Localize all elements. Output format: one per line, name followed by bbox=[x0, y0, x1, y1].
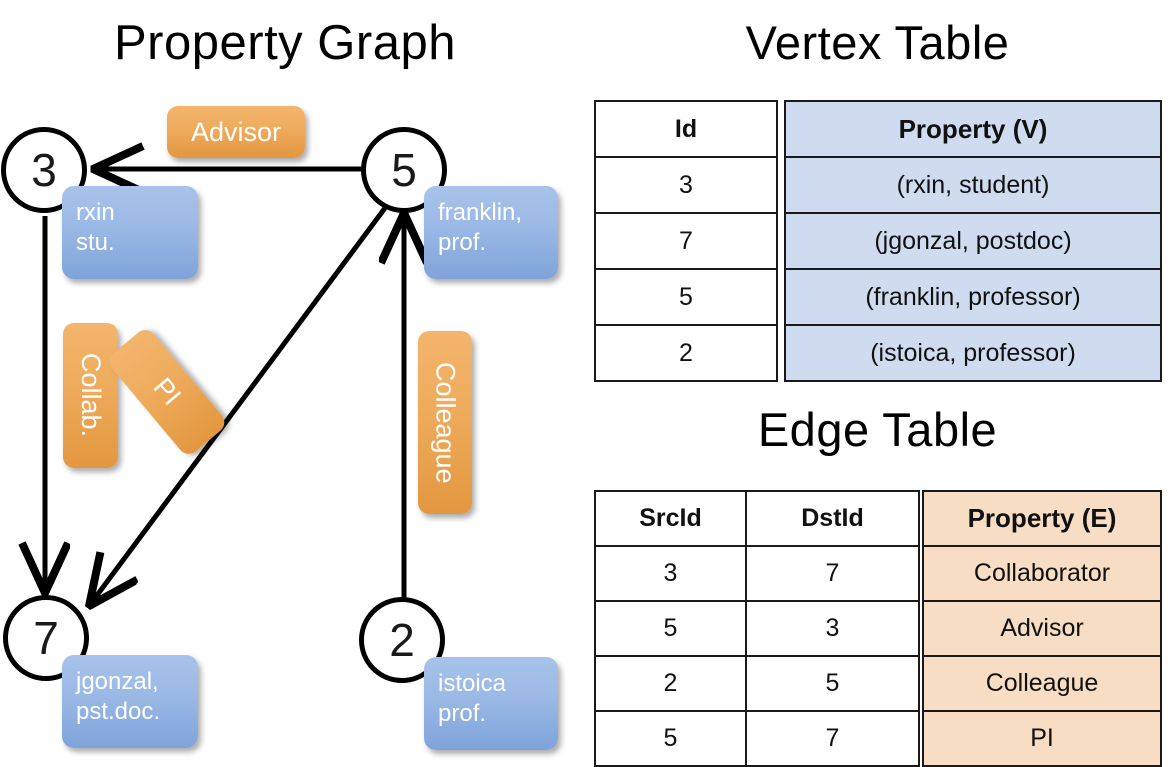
edge-table-cell-property: Colleague bbox=[922, 655, 1162, 712]
page-title-property-graph: Property Graph bbox=[114, 16, 456, 70]
vertex-table-id-column: Id 3 7 5 2 bbox=[594, 100, 778, 382]
graph-node-5-property-box[interactable]: franklin, prof. bbox=[424, 186, 558, 279]
graph-edge-label-pi-text: PI bbox=[147, 372, 188, 412]
table-row[interactable]: Colleague bbox=[922, 655, 1162, 712]
table-row[interactable]: 7 bbox=[594, 212, 778, 270]
table-row[interactable]: (jgonzal, postdoc) bbox=[784, 212, 1162, 270]
property-graph-diagram: 3 5 7 2 rxin stu. franklin, prof. jgonza… bbox=[0, 0, 585, 760]
edge-table-cell-dstid: 3 bbox=[745, 600, 920, 657]
table-header-row: SrcId DstId bbox=[594, 490, 920, 547]
edge-table-property-column: Property (E) Collaborator Advisor Collea… bbox=[922, 490, 1162, 767]
graph-edge-5-to-7 bbox=[92, 206, 388, 602]
graph-edge-label-collab-text: Collab. bbox=[76, 353, 106, 438]
vertex-table-property-column: Property (V) (rxin, student) (jgonzal, p… bbox=[784, 100, 1162, 382]
table-header-row: Property (E) bbox=[922, 490, 1162, 547]
edge-table-header-dstid: DstId bbox=[745, 490, 920, 547]
vertex-table-header-property: Property (V) bbox=[784, 100, 1162, 158]
graph-node-3-property-box[interactable]: rxin stu. bbox=[62, 186, 198, 279]
edge-table-cell-property: Collaborator bbox=[922, 545, 1162, 602]
vertex-table-cell-id: 3 bbox=[594, 156, 778, 214]
page-title-vertex-table: Vertex Table bbox=[745, 16, 1010, 69]
graph-node-5-id: 5 bbox=[391, 144, 417, 196]
vertex-table-header-id: Id bbox=[594, 100, 778, 158]
table-row[interactable]: Advisor bbox=[922, 600, 1162, 657]
table-row[interactable]: 5 7 bbox=[594, 710, 920, 767]
vertex-table-cell-property: (istoica, professor) bbox=[784, 324, 1162, 382]
vertex-table-cell-id: 7 bbox=[594, 212, 778, 270]
vertex-table-cell-property: (franklin, professor) bbox=[784, 268, 1162, 326]
graph-node-2-property-box[interactable]: istoica prof. bbox=[424, 657, 558, 750]
table-header-row: Id bbox=[594, 100, 778, 158]
graph-edge-label-colleague[interactable]: Colleague bbox=[418, 331, 472, 514]
graph-node-7-id: 7 bbox=[33, 612, 59, 664]
table-row[interactable]: 5 3 bbox=[594, 600, 920, 657]
table-row[interactable]: (rxin, student) bbox=[784, 156, 1162, 214]
vertex-table-cell-id: 5 bbox=[594, 268, 778, 326]
table-row[interactable]: 5 bbox=[594, 268, 778, 326]
graph-node-3-id: 3 bbox=[31, 144, 57, 196]
graph-edge-label-colleague-text: Colleague bbox=[430, 361, 461, 484]
edge-table-cell-srcid: 5 bbox=[594, 600, 747, 657]
table-row[interactable]: 3 7 bbox=[594, 545, 920, 602]
vertex-table-cell-property: (rxin, student) bbox=[784, 156, 1162, 214]
table-row[interactable]: 2 bbox=[594, 324, 778, 382]
graph-node-2[interactable]: 2 bbox=[359, 597, 445, 683]
edge-table-cell-dstid: 7 bbox=[745, 710, 920, 767]
graph-edge-label-advisor[interactable]: Advisor bbox=[167, 106, 305, 158]
graph-node-7-property-box[interactable]: jgonzal, pst.doc. bbox=[62, 655, 198, 748]
table-row[interactable]: (istoica, professor) bbox=[784, 324, 1162, 382]
table-header-row: Property (V) bbox=[784, 100, 1162, 158]
table-row[interactable]: 2 5 bbox=[594, 655, 920, 712]
edge-table-cell-dstid: 5 bbox=[745, 655, 920, 712]
page-title-edge-table: Edge Table bbox=[757, 403, 998, 456]
edge-table-cell-property: PI bbox=[922, 710, 1162, 767]
edge-table-cell-srcid: 3 bbox=[594, 545, 747, 602]
edge-table-header-property: Property (E) bbox=[922, 490, 1162, 547]
vertex-table-cell-id: 2 bbox=[594, 324, 778, 382]
table-row[interactable]: Collaborator bbox=[922, 545, 1162, 602]
graph-node-2-id: 2 bbox=[389, 614, 415, 666]
graph-edge-lines bbox=[0, 0, 585, 760]
vertex-table-cell-property: (jgonzal, postdoc) bbox=[784, 212, 1162, 270]
edge-table-src-dst-columns: SrcId DstId 3 7 5 3 2 5 5 7 bbox=[594, 490, 920, 767]
table-row[interactable]: 3 bbox=[594, 156, 778, 214]
table-row[interactable]: PI bbox=[922, 710, 1162, 767]
graph-edge-label-collab[interactable]: Collab. bbox=[63, 323, 118, 468]
table-row[interactable]: (franklin, professor) bbox=[784, 268, 1162, 326]
edge-table-cell-srcid: 2 bbox=[594, 655, 747, 712]
edge-table-header-srcid: SrcId bbox=[594, 490, 747, 547]
edge-table-cell-property: Advisor bbox=[922, 600, 1162, 657]
edge-table-cell-srcid: 5 bbox=[594, 710, 747, 767]
edge-table-cell-dstid: 7 bbox=[745, 545, 920, 602]
